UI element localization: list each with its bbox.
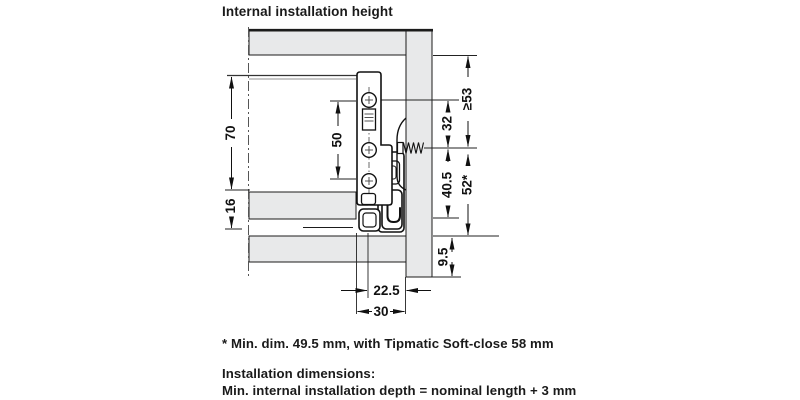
bottom-rail-panel (248, 235, 407, 263)
adjustment-slot (361, 108, 377, 131)
lower-slot (360, 192, 377, 206)
dim-70-label: 70 (223, 125, 238, 140)
mounting-screw-icon (396, 141, 425, 155)
dim-52-label: 52* (460, 174, 475, 195)
dim-50-label: 50 (330, 132, 345, 147)
dim-9-5-label: 9.5 (436, 247, 451, 266)
dimension-lines (229, 56, 471, 314)
installation-dimensions-heading: Installation dimensions: (222, 366, 376, 381)
dim-32-label: 32 (440, 116, 455, 131)
cabinet-side-panel (405, 30, 433, 278)
footnote: * Min. dim. 49.5 mm, with Tipmatic Soft-… (222, 336, 554, 351)
cabinet-and-drawer-panels (248, 28, 433, 278)
rear-fixing-bracket (356, 71, 393, 211)
dim-30-label: 30 (373, 304, 388, 319)
top-panel (248, 30, 407, 56)
dim-40-5-label: 40.5 (440, 171, 455, 198)
dim-22-5-label: 22.5 (373, 283, 400, 298)
dim-53-label: ≥53 (460, 87, 475, 110)
extension-lines (225, 55, 499, 314)
page-title: Internal installation height (222, 4, 393, 19)
installation-depth-note: Min. internal installation depth = nomin… (222, 383, 577, 398)
drawer-bottom-panel (248, 191, 357, 220)
cabinet-bracket (396, 117, 407, 191)
dim-16-label: 16 (223, 198, 238, 214)
